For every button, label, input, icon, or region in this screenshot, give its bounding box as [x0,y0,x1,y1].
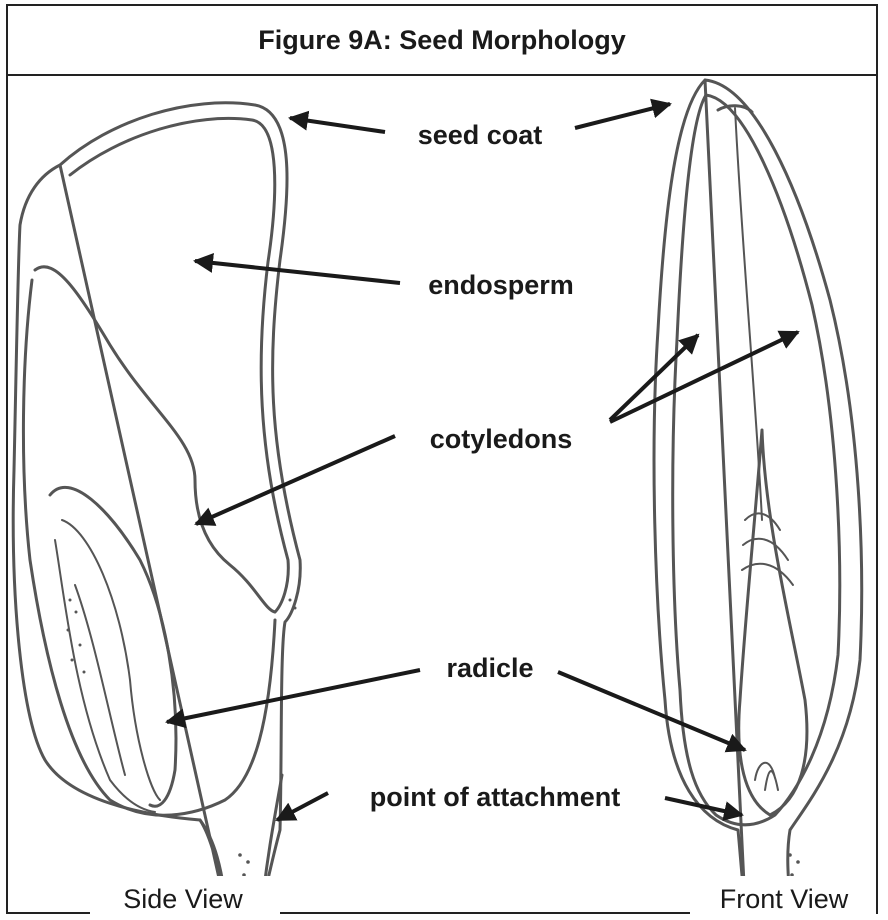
front-radicle-lines [755,763,778,790]
side-seed-coat-inner [70,118,288,612]
label-seed-coat: seed coat [418,120,543,150]
side-stipple [67,599,297,894]
arrow-radicle-left [167,670,420,722]
front-embryo-outline [739,430,807,815]
side-embryo-outline [23,280,275,815]
arrow-endosperm [195,261,400,283]
annotation-arrows [167,104,798,820]
caption-front-view: Front View [720,884,849,914]
label-endosperm: endosperm [428,270,574,300]
arrow-radicle-right [558,672,745,750]
side-embryo-fold-1 [62,520,160,800]
side-view-seed [13,103,300,905]
side-seed-coat-outer [13,103,300,905]
arrow-seed-coat-left [290,118,385,132]
front-view-seed [654,80,862,905]
front-embryo-arc-2 [743,539,788,560]
side-embryo-inner [50,487,176,806]
label-radicle: radicle [446,653,533,683]
label-cotyledons: cotyledons [430,424,573,454]
annotation-labels: seed coat endosperm cotyledons radicle p… [370,120,621,812]
side-endosperm-boundary [35,267,275,612]
arrow-cotyledons-right [610,332,798,422]
label-point-of-attachment: point of attachment [370,782,621,812]
front-midline [735,108,762,520]
caption-side-view: Side View [123,884,243,914]
arrow-cotyledons-left [196,436,395,524]
front-seed-coat-inner [673,95,840,825]
arrow-seed-coat-right [575,104,670,128]
arrow-attachment-left [277,793,328,820]
